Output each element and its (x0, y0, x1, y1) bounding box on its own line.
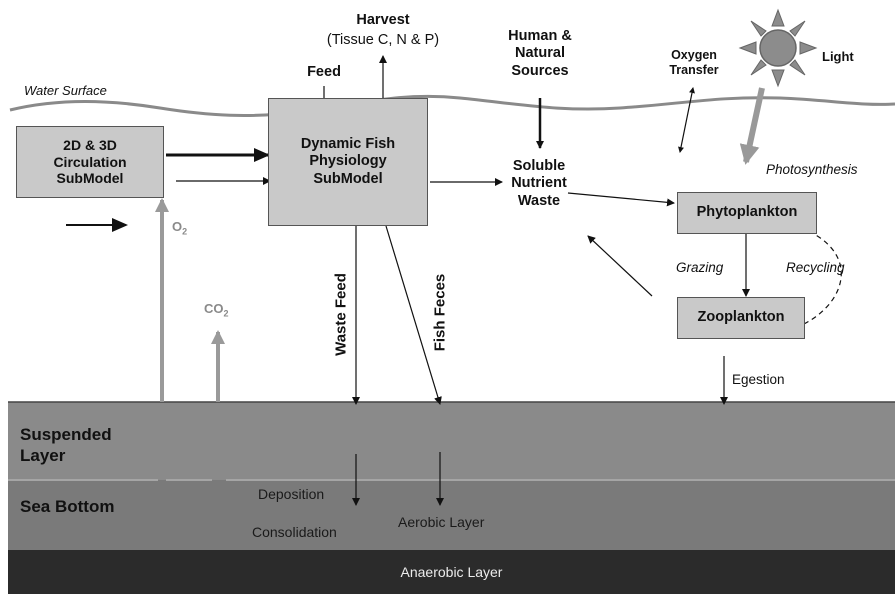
consolidation-label: Consolidation (252, 524, 337, 540)
harvest-title: Harvest (356, 12, 410, 28)
water-surface-wave (9, 94, 895, 117)
oxygen-transfer-arrow (678, 87, 695, 153)
zoo-to-nutrient-arrow (587, 235, 653, 297)
o2-label: O2 (172, 219, 188, 237)
phytoplankton-box: Phytoplankton (677, 192, 817, 234)
co2-label: CO2 (204, 301, 229, 319)
photosynthesis-label: Photosynthesis (766, 162, 858, 177)
recycling-label: Recycling (786, 260, 845, 275)
human-natural-sources-label: Human & Natural Sources (494, 28, 586, 80)
human-line-3: Sources (511, 62, 569, 79)
oxygen-line-1: Oxygen (671, 48, 717, 62)
soluble-nutrient-waste-label: Soluble Nutrient Waste (496, 158, 582, 210)
o2-subscript: 2 (182, 226, 188, 237)
human-line-1: Human & (508, 28, 572, 44)
zooplankton-label: Zooplankton (697, 309, 785, 326)
sea-bottom-label: Sea Bottom (20, 497, 115, 516)
soluble-line-2: Nutrient (511, 175, 567, 192)
fish-line-3: SubModel (313, 170, 383, 187)
water-surface-label: Water Surface (24, 83, 107, 98)
egestion-label: Egestion (732, 372, 785, 387)
circulation-submodel-box: 2D & 3D Circulation SubModel (16, 126, 164, 198)
co2-subscript: 2 (223, 308, 229, 319)
zooplankton-box: Zooplankton (677, 297, 805, 339)
grazing-label: Grazing (676, 260, 724, 275)
co2-text: CO (204, 301, 224, 316)
fish-feces-label: Fish Feces (431, 273, 449, 352)
suspended-line-2: Layer (20, 446, 66, 466)
anaerobic-layer-band (8, 550, 895, 594)
light-label: Light (822, 49, 854, 64)
oxygen-line-2: Transfer (669, 63, 719, 77)
fish-physiology-box: Dynamic Fish Physiology SubModel (268, 98, 428, 226)
phytoplankton-label: Phytoplankton (696, 204, 798, 221)
fish-feces-arrow (385, 225, 442, 405)
soluble-line-1: Soluble (512, 158, 566, 174)
light-arrow (739, 87, 765, 165)
recycling-arrow (795, 224, 842, 325)
circulation-line-3: SubModel (56, 170, 124, 187)
human-line-2: Natural (515, 45, 565, 62)
suspended-line-1: Suspended (20, 425, 112, 444)
waste-feed-label: Waste Feed (332, 273, 350, 356)
harvest-subtitle: (Tissue C, N & P) (326, 32, 440, 48)
anaerobic-layer-label: Anaerobic Layer (400, 564, 503, 580)
oxygen-transfer-label: Oxygen Transfer (654, 48, 734, 78)
suspended-layer-band (8, 402, 895, 480)
o2-text: O (172, 219, 183, 234)
fish-line-1: Dynamic Fish (300, 136, 396, 153)
suspended-layer-label: Suspended Layer (20, 424, 112, 467)
circulation-line-1: 2D & 3D (63, 137, 117, 154)
deposition-label: Deposition (258, 486, 325, 502)
feed-label: Feed (307, 64, 341, 80)
sun-icon (738, 8, 818, 88)
fish-line-2: Physiology (309, 153, 387, 170)
sea-bottom-band (8, 480, 895, 550)
nutrient-to-phyto-arrow (567, 192, 675, 207)
circulation-line-2: Circulation (53, 153, 127, 170)
aerobic-layer-label: Aerobic Layer (398, 514, 485, 530)
soluble-line-3: Waste (517, 192, 561, 209)
